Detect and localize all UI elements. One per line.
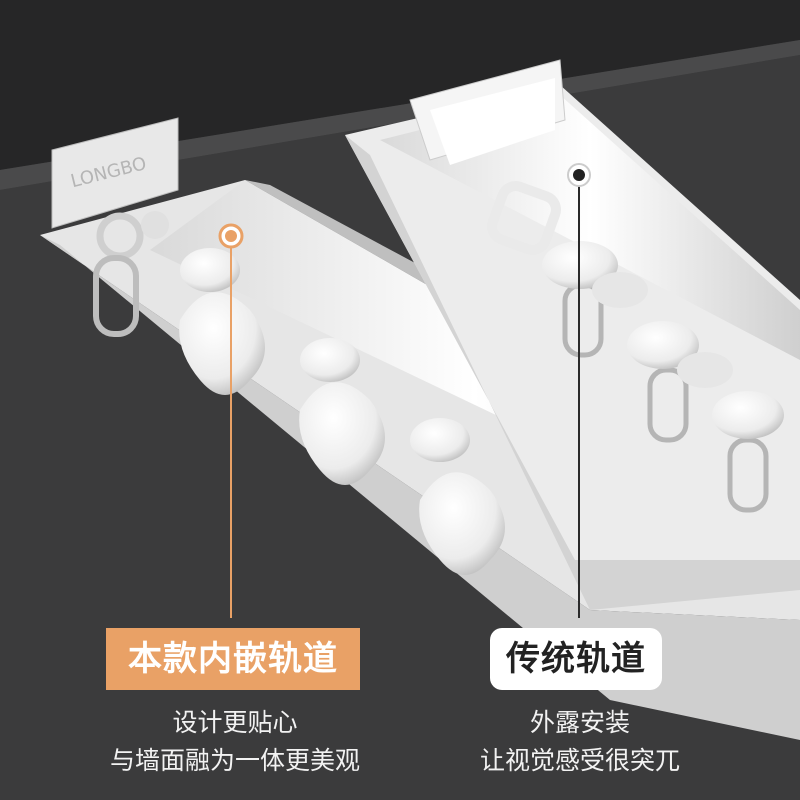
caption-line: 设计更贴心 (172, 708, 298, 737)
ceiling (0, 0, 800, 170)
embedded-track-caption: 设计更贴心 与墙面融为一体更美观 (60, 704, 410, 780)
traditional-track-badge: 传统轨道 (490, 628, 662, 690)
caption-line: 外露安装 (529, 708, 630, 737)
ceiling-edge (0, 40, 800, 190)
traditional-track-caption: 外露安装 让视觉感受很突兀 (440, 704, 720, 780)
hook-ring-icon (93, 211, 169, 337)
ceiling-clip (409, 59, 566, 165)
ceiling-bracket: LONGBO (51, 117, 179, 229)
runners-embedded (179, 248, 505, 575)
traditional-track (345, 59, 800, 610)
runners-traditional (487, 181, 784, 439)
embedded-track-badge: 本款内嵌轨道 (106, 628, 360, 690)
caption-line: 与墙面融为一体更美观 (109, 746, 360, 775)
caption-line: 让视觉感受很突兀 (479, 746, 680, 775)
